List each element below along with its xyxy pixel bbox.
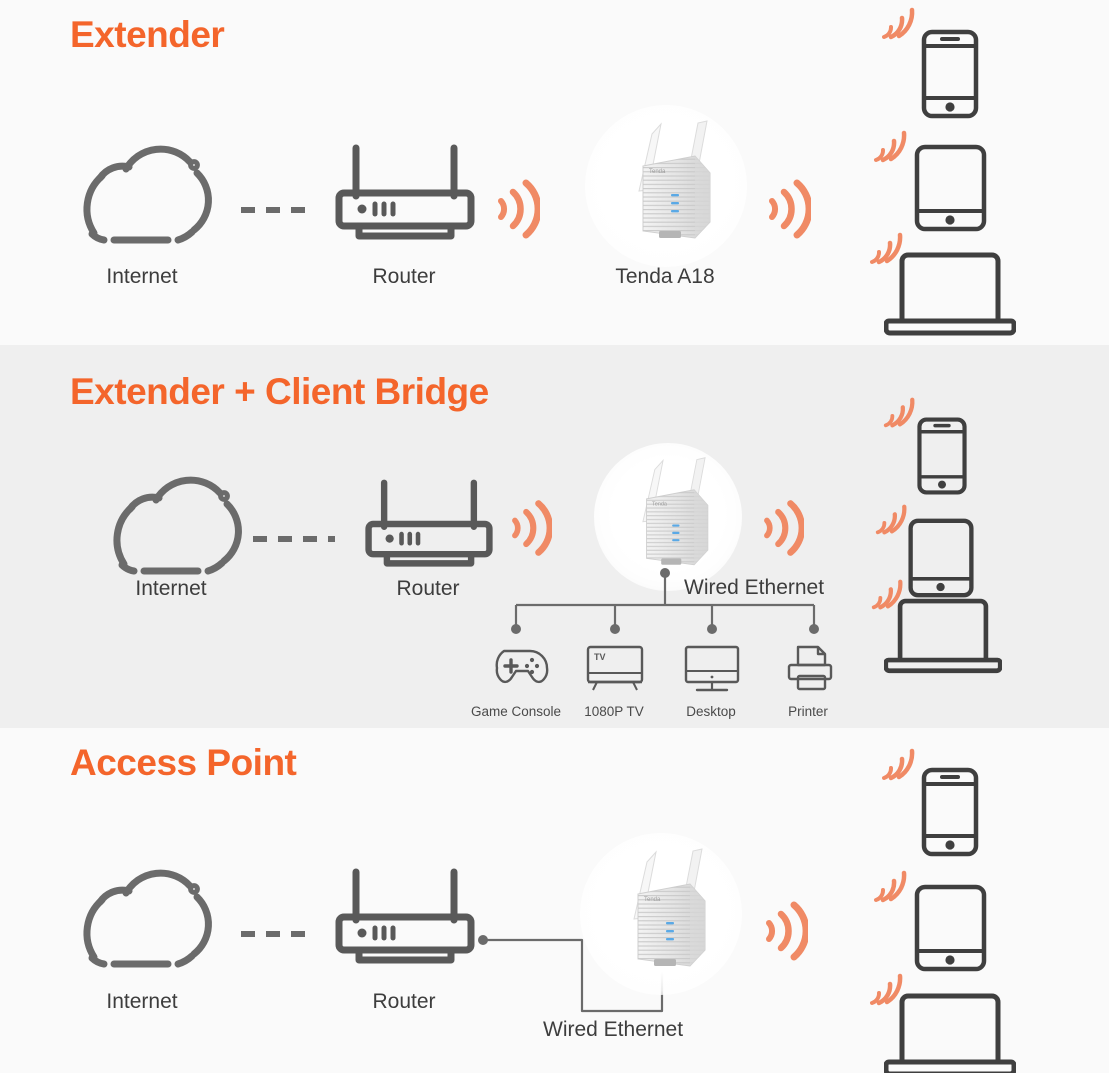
- panel-access-point: Internet Router: [0, 728, 1109, 1073]
- internet-cloud-icon: [68, 140, 220, 248]
- panel-title-extender: Extender: [70, 14, 225, 55]
- game-console-label: Game Console: [470, 704, 562, 719]
- router-icon: [334, 867, 476, 967]
- router-label: Router: [372, 990, 436, 1013]
- extender-label: Tenda A18: [615, 265, 715, 288]
- internet-label: Internet: [106, 990, 178, 1013]
- smartphone-icon: [920, 766, 980, 858]
- internet-label: Internet: [106, 265, 178, 288]
- wifi-small-icon: [866, 230, 906, 268]
- tablet-icon: [913, 143, 988, 233]
- internet-cloud-icon: [68, 864, 220, 972]
- wifi-small-icon: [866, 971, 906, 1009]
- panel-extender-client-bridge: Internet Router: [0, 345, 1109, 728]
- wifi-small-icon: [870, 868, 910, 906]
- wifi-small-icon: [872, 502, 910, 538]
- wifi-small-icon: [878, 5, 918, 43]
- tv-icon: TV: [585, 644, 645, 694]
- wifi-small-icon: [870, 128, 910, 166]
- dashed-connector-2: [250, 535, 338, 543]
- smartphone-icon: [916, 415, 968, 497]
- wifi-signal-icon: [760, 495, 804, 561]
- tablet-icon: [913, 883, 988, 973]
- laptop-icon: [884, 990, 1016, 1073]
- wired-ethernet-tree: [505, 567, 825, 639]
- game-console-icon: [484, 645, 550, 693]
- router-label: Router: [372, 265, 436, 288]
- printer-icon: [784, 643, 836, 693]
- internet-cloud-icon: [98, 471, 250, 579]
- router-icon: [364, 478, 494, 570]
- laptop-icon: [884, 595, 1002, 675]
- smartphone-icon: [920, 28, 980, 120]
- desktop-label: Desktop: [686, 704, 736, 719]
- wifi-small-icon: [868, 577, 906, 613]
- dashed-connector-3: [238, 930, 314, 938]
- dashed-connector-1: [238, 206, 314, 214]
- panel-title-access-point: Access Point: [70, 742, 297, 783]
- svg-text:TV: TV: [594, 652, 606, 662]
- internet-label: Internet: [135, 577, 207, 600]
- wifi-small-icon: [880, 395, 918, 431]
- tenda-a18-extender-icon: Tenda: [630, 455, 718, 583]
- router-label: Router: [396, 577, 460, 600]
- wired-ethernet-label: Wired Ethernet: [684, 576, 825, 599]
- wired-ethernet-label: Wired Ethernet: [543, 1018, 684, 1041]
- printer-label: Printer: [788, 704, 828, 719]
- router-icon: [334, 143, 476, 243]
- desktop-icon: [682, 644, 742, 694]
- svg-text:Tenda: Tenda: [644, 897, 661, 903]
- wifi-signal-icon: [494, 174, 540, 244]
- panel-title-extender-client-bridge: Extender + Client Bridge: [70, 371, 489, 412]
- wifi-small-icon: [878, 746, 918, 784]
- tenda-a18-extender-icon: Tenda: [625, 118, 721, 258]
- tv-label: 1080P TV: [584, 704, 644, 719]
- wifi-signal-icon: [762, 896, 808, 966]
- panel-extender: Internet Router: [0, 0, 1109, 345]
- svg-text:Tenda: Tenda: [652, 501, 668, 507]
- wifi-signal-icon: [765, 174, 811, 244]
- svg-text:Tenda: Tenda: [649, 169, 666, 175]
- tablet-icon: [907, 517, 975, 599]
- wifi-signal-icon: [508, 495, 552, 561]
- tenda-a18-extender-icon: Tenda: [620, 846, 716, 986]
- laptop-icon: [884, 249, 1016, 337]
